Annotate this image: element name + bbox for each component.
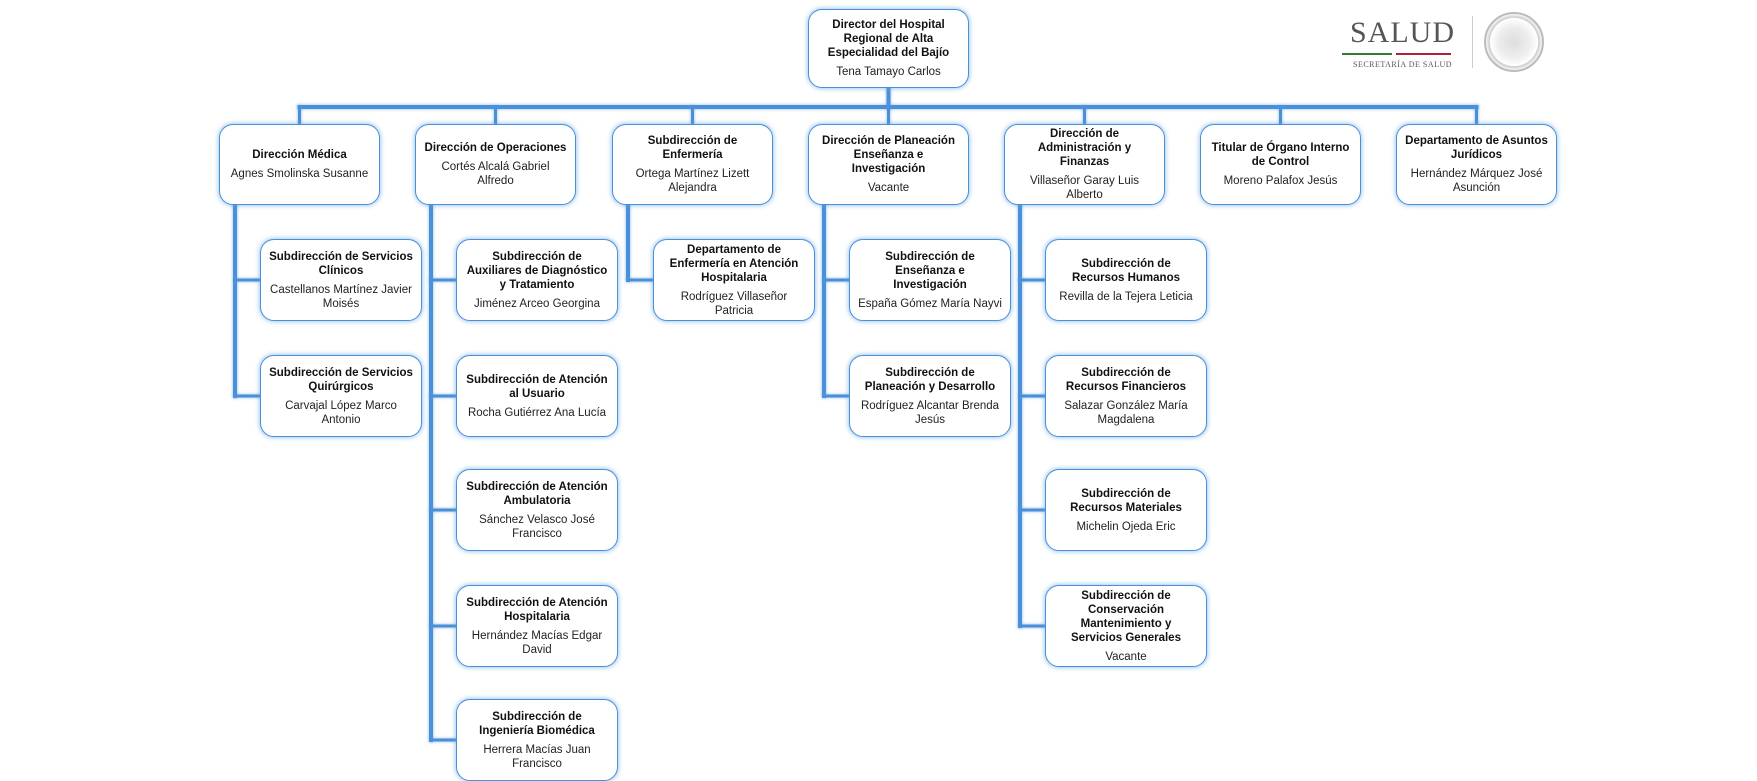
subunit-box: Departamento de Enfermería en Atención H…: [653, 239, 815, 321]
subunit-box: Subdirección de Auxiliares de Diagnóstic…: [456, 239, 618, 321]
box-person: Castellanos Martínez Javier Moisés: [270, 283, 412, 310]
box-person: Ortega Martínez Lizett Alejandra: [635, 168, 750, 194]
box-title: Subdirección de Atención Ambulatoria: [466, 480, 608, 507]
box-title: Subdirección de Conservación Mantenimien…: [1071, 589, 1181, 644]
box-person: Michelin Ojeda Eric: [1076, 520, 1176, 533]
subunit-box: Subdirección de Recursos Materiales Mich…: [1045, 469, 1207, 551]
box-person: Vacante: [1105, 650, 1147, 663]
box-person: Vacante: [867, 182, 910, 194]
box-title: Dirección Médica: [252, 149, 347, 161]
subunit-box: Subdirección de Atención al Usuario Roch…: [456, 355, 618, 437]
subunit-box: Subdirección de Ingeniería Biomédica Her…: [456, 699, 618, 781]
subunit-box: Subdirección de Atención Hospitalaria He…: [456, 585, 618, 667]
box-title: Subdirección de Enfermería: [647, 135, 738, 161]
unit-box: Subdirección de Enfermería Ortega Martín…: [612, 124, 773, 205]
box-title: Subdirección de Servicios Clínicos: [269, 250, 413, 277]
box-title: Dirección de Administración y Finanzas: [1037, 128, 1132, 168]
box-person: Rodríguez Alcantar Brenda Jesús: [860, 399, 1000, 426]
subunit-box: Subdirección de Atención Ambulatoria Sán…: [456, 469, 618, 551]
salud-logo: SALUD SECRETARÍA DE SALUD: [1330, 12, 1544, 72]
box-person: Sánchez Velasco José Francisco: [479, 513, 595, 540]
coat-of-arms-seal-icon: [1484, 12, 1544, 72]
box-person: Hernández Márquez José Asunción: [1410, 168, 1543, 194]
unit-box: Dirección de Planeación Enseñanza e Inve…: [808, 124, 969, 205]
subunit-box: Subdirección de Servicios Quirúrgicos Ca…: [260, 355, 422, 437]
logo-brand: SALUD: [1350, 16, 1456, 49]
box-title: Departamento de Enfermería en Atención H…: [669, 243, 799, 284]
box-person: Agnes Smolinska Susanne: [230, 168, 369, 180]
box-person: Hernández Macías Edgar David: [471, 629, 603, 656]
box-person: Moreno Palafox Jesús: [1223, 175, 1338, 187]
box-title: Subdirección de Recursos Financieros: [1065, 366, 1187, 393]
box-person: Tena Tamayo Carlos: [836, 66, 941, 78]
box-title: Subdirección de Planeación y Desarrollo: [864, 366, 996, 393]
unit-box: Titular de Órgano Interno de Control Mor…: [1200, 124, 1361, 205]
unit-box: Dirección de Operaciones Cortés Alcalá G…: [415, 124, 576, 205]
box-person: Herrera Macías Juan Francisco: [483, 743, 591, 770]
director-box: Director del Hospital Regional de Alta E…: [808, 9, 969, 88]
subunit-box: Subdirección de Enseñanza e Investigació…: [849, 239, 1011, 321]
box-title: Dirección de Operaciones: [424, 142, 567, 154]
box-person: Villaseñor Garay Luis Alberto: [1029, 175, 1140, 201]
box-title: Subdirección de Atención al Usuario: [466, 373, 608, 400]
box-title: Titular de Órgano Interno de Control: [1211, 142, 1350, 168]
subunit-box: Subdirección de Recursos Humanos Revilla…: [1045, 239, 1207, 321]
subunit-box: Subdirección de Servicios Clínicos Caste…: [260, 239, 422, 321]
box-person: Rodríguez Villaseñor Patricia: [680, 290, 788, 317]
subunit-box: Subdirección de Recursos Financieros Sal…: [1045, 355, 1207, 437]
subunit-box: Subdirección de Planeación y Desarrollo …: [849, 355, 1011, 437]
unit-box: Dirección Médica Agnes Smolinska Susanne: [219, 124, 380, 205]
box-title: Subdirección de Recursos Humanos: [1071, 257, 1180, 284]
logo-divider: [1472, 16, 1473, 68]
box-person: Cortés Alcalá Gabriel Alfredo: [441, 161, 550, 187]
subunit-box: Subdirección de Conservación Mantenimien…: [1045, 585, 1207, 667]
box-title: Dirección de Planeación Enseñanza e Inve…: [822, 135, 955, 175]
box-person: Carvajal López Marco Antonio: [285, 399, 397, 426]
box-person: Jiménez Arceo Georgina: [474, 297, 600, 310]
unit-box: Departamento de Asuntos Jurídicos Hernán…: [1396, 124, 1557, 205]
box-title: Subdirección de Ingeniería Biomédica: [479, 710, 595, 737]
box-title: Subdirección de Recursos Materiales: [1070, 487, 1182, 514]
logo-subtitle: SECRETARÍA DE SALUD: [1353, 60, 1453, 69]
box-person: Rocha Gutiérrez Ana Lucía: [467, 406, 607, 419]
logo-red-bar: [1396, 53, 1451, 55]
box-person: Salazar González María Magdalena: [1064, 399, 1188, 426]
box-title: Subdirección de Enseñanza e Investigació…: [885, 250, 975, 291]
box-title: Subdirección de Servicios Quirúrgicos: [269, 366, 413, 393]
box-title: Director del Hospital Regional de Alta E…: [827, 19, 950, 59]
box-person: Revilla de la Tejera Leticia: [1059, 290, 1193, 303]
box-title: Subdirección de Auxiliares de Diagnóstic…: [466, 250, 608, 291]
box-title: Departamento de Asuntos Jurídicos: [1405, 135, 1548, 161]
box-person: España Gómez María Nayvi: [858, 297, 1002, 310]
logo-green-bar: [1342, 53, 1392, 55]
unit-box: Dirección de Administración y Finanzas V…: [1004, 124, 1165, 205]
box-title: Subdirección de Atención Hospitalaria: [466, 596, 608, 623]
